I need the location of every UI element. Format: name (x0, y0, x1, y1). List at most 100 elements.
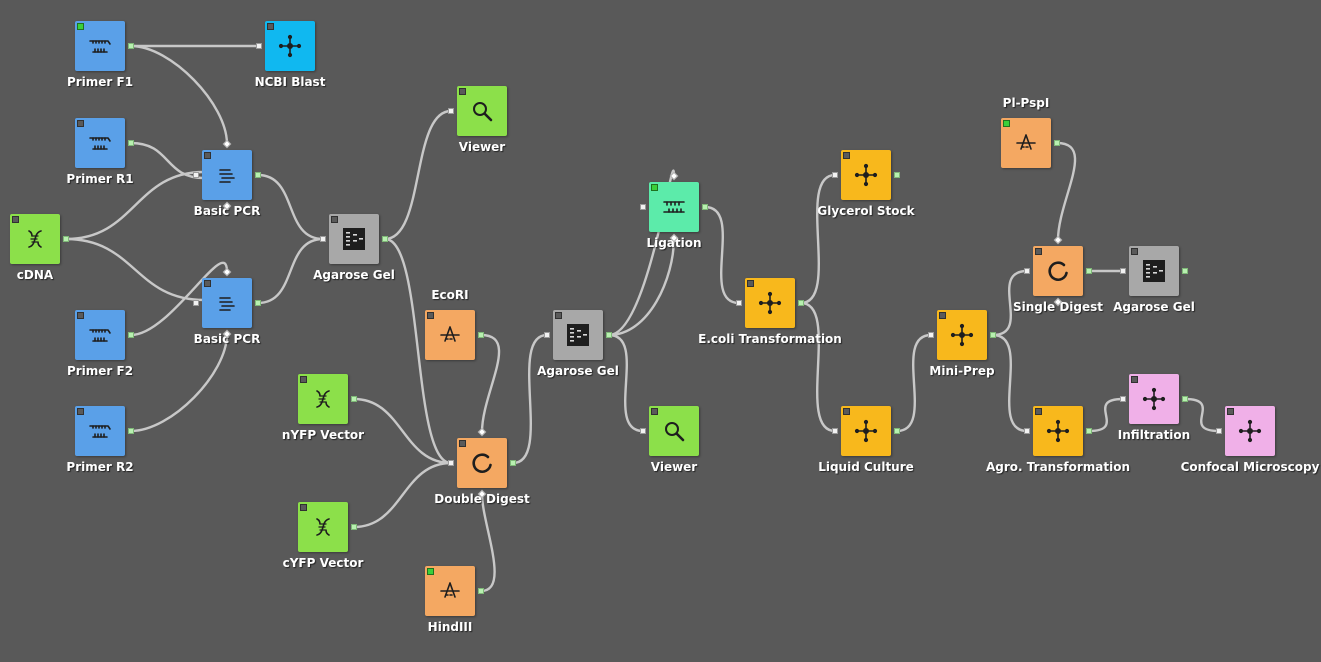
input-port[interactable] (193, 300, 199, 306)
input-port[interactable] (256, 43, 262, 49)
input-port[interactable] (1216, 428, 1222, 434)
output-port[interactable] (128, 140, 134, 146)
connection-link[interactable] (353, 461, 452, 529)
input-port[interactable] (448, 460, 454, 466)
node-primer-r1[interactable]: Primer R1 (66, 118, 134, 186)
connection-link[interactable] (512, 333, 548, 465)
output-port[interactable] (63, 236, 69, 242)
output-port[interactable] (128, 43, 134, 49)
output-port[interactable] (990, 332, 996, 338)
node-agarose-gel-2[interactable]: Agarose Gel (537, 310, 619, 378)
node-cdna[interactable]: cDNA (10, 214, 69, 282)
connection-link[interactable] (257, 173, 324, 241)
connection-link[interactable] (608, 333, 644, 433)
input-port[interactable] (832, 172, 838, 178)
node-ligation[interactable]: Ligation (640, 171, 708, 250)
status-indicator (1003, 120, 1010, 127)
connection-link[interactable] (257, 237, 324, 305)
node-single-digest[interactable]: Single Digest (1013, 235, 1103, 314)
input-port[interactable] (1120, 396, 1126, 402)
output-port[interactable] (1054, 140, 1060, 146)
input-port[interactable] (320, 236, 326, 242)
output-port[interactable] (606, 332, 612, 338)
output-port[interactable] (478, 332, 484, 338)
output-port[interactable] (1086, 428, 1092, 434)
output-port[interactable] (382, 236, 388, 242)
connection-link[interactable] (480, 493, 496, 593)
output-port[interactable] (894, 172, 900, 178)
connection-link[interactable] (608, 237, 676, 337)
connection-link[interactable] (800, 173, 836, 305)
node-agarose-gel-3[interactable]: Agarose Gel (1113, 246, 1195, 314)
connection-link[interactable] (1184, 397, 1220, 433)
connection-link[interactable] (384, 237, 452, 465)
connection-link[interactable] (130, 44, 229, 145)
node-agarose-gel-1[interactable]: Agarose Gel (313, 214, 395, 282)
node-confocal-microscopy[interactable]: Confocal Microscopy (1181, 406, 1319, 474)
connection-link[interactable] (65, 237, 205, 302)
node-cyfp-vector[interactable]: cYFP Vector (283, 502, 363, 570)
connection-link[interactable] (1056, 141, 1077, 241)
output-port[interactable] (894, 428, 900, 434)
output-port[interactable] (1182, 268, 1188, 274)
node-viewer-2[interactable]: Viewer (640, 406, 699, 474)
node-basic-pcr-2[interactable]: Basic PCR (193, 267, 261, 346)
output-port[interactable] (510, 460, 516, 466)
input-port[interactable] (544, 332, 550, 338)
node-ecori[interactable]: EcoRI (425, 288, 484, 360)
node-ecoli-transformation[interactable]: E.coli Transformation (698, 278, 842, 346)
node-primer-f2[interactable]: Primer F2 (67, 310, 134, 378)
connection-link[interactable] (353, 397, 452, 465)
connection-link[interactable] (800, 301, 836, 433)
connection-link[interactable] (704, 205, 740, 305)
connection-link[interactable] (1088, 397, 1124, 433)
connection-link[interactable] (480, 333, 501, 433)
output-port[interactable] (128, 428, 134, 434)
input-port[interactable] (1120, 268, 1126, 274)
input-port[interactable] (736, 300, 742, 306)
node-ncbi-blast[interactable]: NCBI Blast (255, 21, 325, 89)
connection-link[interactable] (130, 141, 205, 180)
input-port[interactable] (832, 428, 838, 434)
node-basic-pcr-1[interactable]: Basic PCR (193, 139, 261, 218)
output-port[interactable] (351, 524, 357, 530)
node-liquid-culture[interactable]: Liquid Culture (818, 406, 914, 474)
node-mini-prep[interactable]: Mini-Prep (928, 310, 996, 378)
node-glycerol-stock[interactable]: Glycerol Stock (817, 150, 915, 218)
node-viewer-1[interactable]: Viewer (448, 86, 507, 154)
node-nyfp-vector[interactable]: nYFP Vector (282, 374, 364, 442)
input-port[interactable] (928, 332, 934, 338)
connection-link[interactable] (992, 269, 1028, 337)
output-port[interactable] (702, 204, 708, 210)
input-port[interactable] (1024, 428, 1030, 434)
connection-link[interactable] (608, 169, 676, 337)
connection-link[interactable] (130, 333, 229, 433)
output-port[interactable] (1182, 396, 1188, 402)
connection-link[interactable] (896, 333, 932, 433)
output-port[interactable] (1086, 268, 1092, 274)
output-port[interactable] (255, 172, 261, 178)
input-port[interactable] (640, 204, 646, 210)
node-primer-f1[interactable]: Primer F1 (67, 21, 134, 89)
input-port[interactable] (640, 428, 646, 434)
input-port[interactable] (193, 172, 199, 178)
input-port[interactable] (1024, 268, 1030, 274)
pcr-icon (215, 163, 239, 187)
node-double-digest[interactable]: Double Digest (434, 427, 530, 506)
node-infiltration[interactable]: Infiltration (1118, 374, 1190, 442)
connection-link[interactable] (130, 261, 229, 337)
node-hindiii[interactable]: HindIII (425, 566, 484, 634)
output-port[interactable] (255, 300, 261, 306)
node-pl-pspi[interactable]: Pl-PspI (1001, 96, 1060, 168)
connection-link[interactable] (992, 333, 1028, 433)
output-port[interactable] (798, 300, 804, 306)
output-port[interactable] (478, 588, 484, 594)
node-agro-transformation[interactable]: Agro. Transformation (986, 406, 1130, 474)
output-port[interactable] (351, 396, 357, 402)
input-port[interactable] (448, 108, 454, 114)
connection-link[interactable] (65, 170, 205, 241)
output-port[interactable] (128, 332, 134, 338)
node-primer-r2[interactable]: Primer R2 (66, 406, 134, 474)
connection-link[interactable] (384, 109, 452, 241)
